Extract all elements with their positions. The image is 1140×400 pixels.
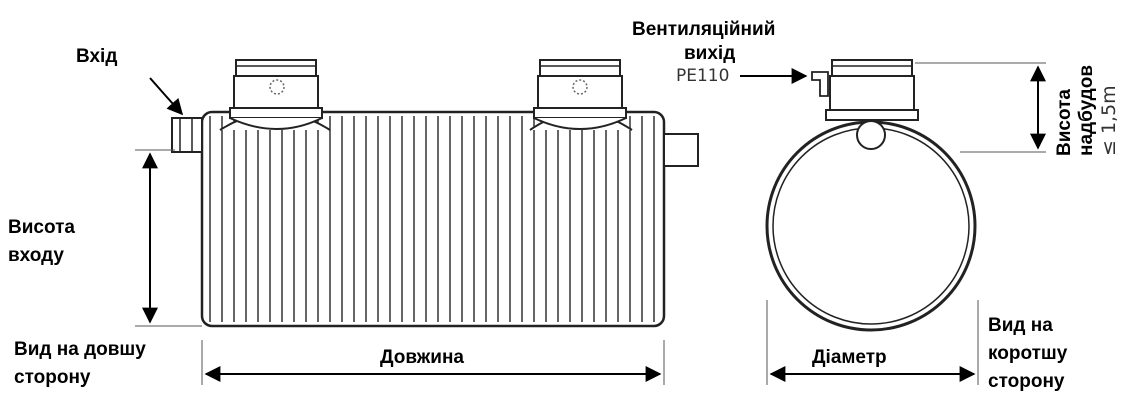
inlet-opening: [856, 120, 886, 150]
diameter-label: Діаметр: [812, 347, 887, 368]
vent-label-line1: Вентиляційний: [632, 19, 776, 40]
inlet-label: Вхід: [76, 46, 118, 67]
extension-height-label: Висота надбудов ≤ 1,5m: [1054, 36, 1140, 156]
ext-height-limit: ≤ 1,5m: [1098, 85, 1120, 156]
short-side-label-line2: коротшу: [988, 343, 1068, 364]
inlet-pipe: [171, 117, 203, 153]
diameter-dimension: [766, 300, 979, 385]
inlet-height-label-line1: Висота: [8, 217, 75, 238]
ext-height-line1: Висота: [1054, 89, 1075, 156]
extension-height-dimension: [915, 62, 1046, 153]
tank-short-side-view: [765, 59, 977, 332]
short-side-label-line3: сторону: [988, 371, 1065, 392]
length-dimension: [201, 340, 665, 385]
vent-pipe-label: PE110: [676, 66, 730, 86]
long-side-label-line1: Вид на довшу: [14, 339, 146, 360]
short-side-label-line1: Вид на: [988, 315, 1053, 336]
tank-cross-section: [765, 120, 977, 332]
tank-long-side-view: [171, 59, 699, 328]
length-label: Довжина: [380, 347, 464, 368]
ext-height-line2: надбудов: [1076, 64, 1097, 156]
vent-label-line2: вихід: [684, 43, 736, 64]
long-side-label-line2: сторону: [14, 367, 91, 388]
outlet-pipe: [663, 133, 699, 167]
access-shaft-side: [825, 59, 919, 121]
inlet-height-label-line2: входу: [8, 245, 64, 266]
corrugation-ribs: [209, 116, 655, 322]
inlet-arrow: [149, 77, 184, 116]
vent-pipe: [811, 71, 829, 97]
inlet-height-dimension: [135, 149, 202, 327]
